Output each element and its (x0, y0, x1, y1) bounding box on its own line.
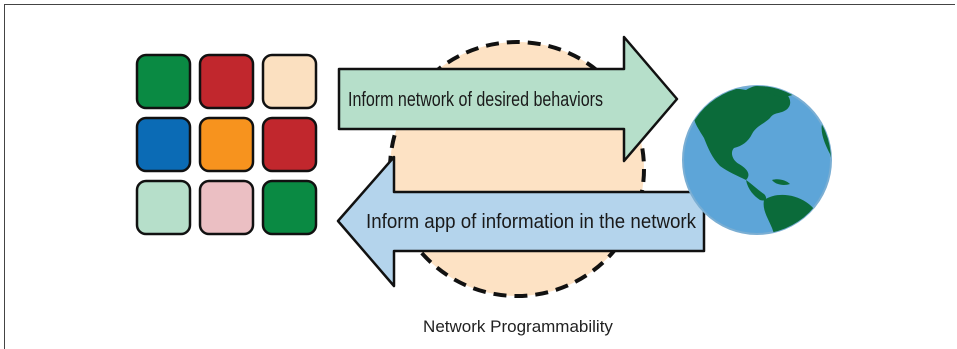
globe-icon (682, 85, 832, 235)
app-tile-grid (135, 53, 318, 236)
app-tile (261, 179, 318, 236)
arrow-to-app-shape (336, 155, 706, 288)
diagram-canvas: Inform network of desired behaviors Info… (4, 4, 955, 349)
app-tile (198, 179, 255, 236)
app-tile (135, 179, 192, 236)
app-tile (135, 116, 192, 173)
diagram-frame: Inform network of desired behaviors Info… (4, 4, 955, 349)
arrow-to-network-shape (337, 35, 679, 163)
app-tile (261, 116, 318, 173)
diagram-caption: Network Programmability (423, 317, 613, 336)
app-tile (261, 53, 318, 110)
arrow-to-app-label: Inform app of information in the network (366, 211, 697, 233)
app-tile (198, 53, 255, 110)
app-tile (198, 116, 255, 173)
app-tile (135, 53, 192, 110)
arrow-to-network: Inform network of desired behaviors (337, 35, 679, 163)
arrow-to-app: Inform app of information in the network (336, 155, 706, 288)
arrow-to-network-label: Inform network of desired behaviors (348, 89, 603, 111)
